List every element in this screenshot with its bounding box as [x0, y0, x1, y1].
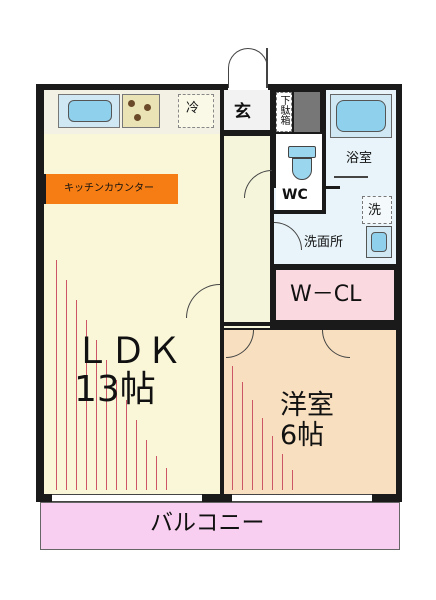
hatch-line [282, 454, 283, 490]
fridge-icon [178, 94, 214, 128]
hatch-line [116, 380, 117, 490]
hatch-line [76, 300, 77, 490]
wall-wc-right [322, 134, 326, 214]
western-window [232, 494, 372, 502]
bath-door-line [334, 176, 368, 178]
ldk-window [52, 494, 202, 502]
wall-wcl-bottom [220, 322, 398, 326]
balcony-label: バルコニー [150, 510, 265, 536]
washroom-label: 洗面所 [304, 235, 344, 250]
burner-icon [134, 114, 141, 121]
wall-ldk-right-lower [220, 330, 224, 498]
entrance-label: 玄 [234, 102, 251, 122]
western-size: 6帖 [280, 420, 325, 451]
western-name: 洋室 [280, 390, 334, 421]
wcl-room [272, 268, 396, 322]
hatch-line [146, 440, 147, 490]
laundry-space [362, 196, 392, 224]
pipe-shaft [294, 92, 320, 132]
hatch-line [66, 280, 67, 490]
shoebox [276, 92, 292, 132]
bath-label: 浴室 [346, 151, 373, 166]
ldk-hatching [44, 250, 220, 494]
hatch-line [262, 418, 263, 490]
stove-icon [122, 94, 160, 128]
wcl-label: W－CL [290, 282, 362, 307]
wall-ldk-right [220, 134, 224, 284]
wall-corridor-right [270, 90, 274, 328]
burner-icon [144, 104, 151, 111]
hatch-line [252, 400, 253, 490]
counter-label: キッチンカウンター [64, 183, 154, 194]
wall-wc-bottom [272, 210, 326, 214]
wall-bath-bottom [324, 186, 340, 189]
shoebox-label: 下駄箱 [278, 95, 289, 125]
hatch-line [232, 366, 233, 490]
toilet-bowl-icon [292, 158, 312, 180]
hatch-line [136, 420, 137, 490]
wash-basin-bowl [371, 232, 387, 252]
hatch-line [242, 382, 243, 490]
bathtub-basin [336, 100, 386, 132]
kitchen-counter [44, 174, 178, 204]
wcl-border [274, 268, 396, 322]
wall-washroom-bottom [270, 264, 398, 268]
ldk-size: 13帖 [74, 369, 156, 410]
hatch-line [56, 260, 57, 490]
hatch-line [156, 456, 157, 490]
counter-end [36, 174, 46, 204]
hatch-line [96, 340, 97, 490]
hatch-line [86, 320, 87, 490]
entrance-area [224, 90, 272, 134]
entry-door-leaf [266, 48, 268, 88]
sink-basin [68, 100, 112, 122]
hatch-line [106, 360, 107, 490]
ldk-name: ＬＤＫ [74, 331, 183, 372]
toilet-tank-icon [288, 146, 316, 158]
hatch-line [126, 400, 127, 490]
wall-kitchen-bottom [220, 130, 276, 134]
fridge-label: 冷 [186, 101, 200, 116]
balcony [40, 502, 400, 550]
corridor [224, 136, 270, 328]
hatch-line [292, 470, 293, 490]
hatch-line [272, 436, 273, 490]
burner-icon [128, 100, 135, 107]
laundry-label: 洗 [368, 203, 382, 218]
entry-door-arc [228, 48, 268, 88]
hatch-line [166, 468, 167, 490]
western-hatching [224, 360, 396, 494]
wc-label: WC [282, 187, 308, 203]
